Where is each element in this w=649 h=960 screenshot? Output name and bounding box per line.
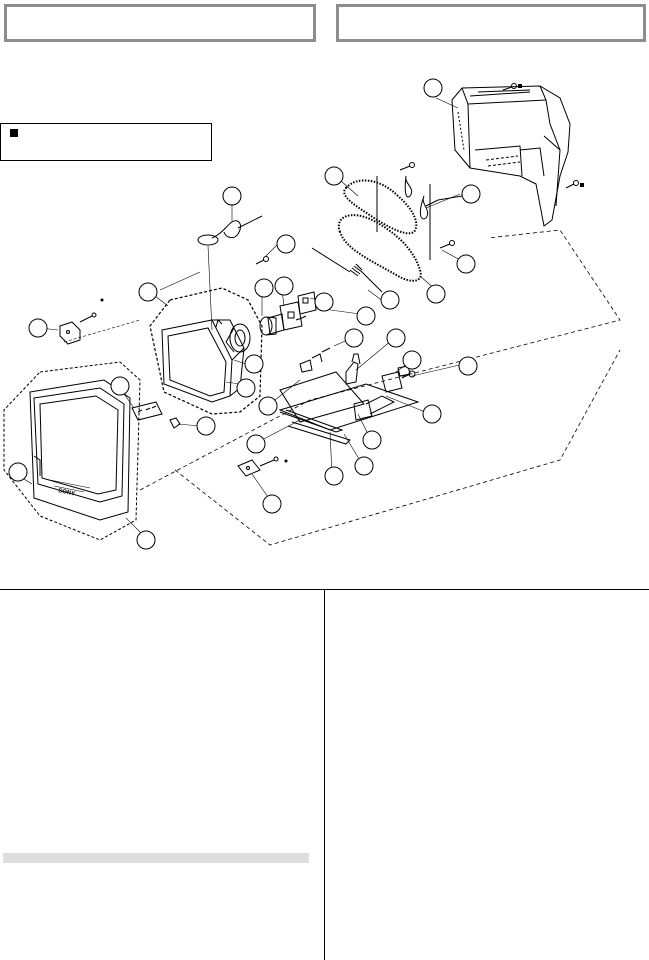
bottom-bracket (237, 456, 279, 477)
exploded-view-diagram: SONY (3, 78, 621, 550)
callout-1 (423, 78, 443, 98)
callout-9 (274, 276, 294, 296)
heat-sink (353, 395, 396, 421)
cpt-socket-board (297, 291, 317, 315)
callout-20 (236, 378, 256, 398)
front-cabinet (29, 379, 131, 521)
control-switch-board (131, 401, 163, 421)
callout-28 (324, 466, 344, 486)
callout-21 (110, 376, 130, 396)
callout-4 (222, 186, 242, 206)
callout-2 (324, 166, 344, 186)
cpt-board (279, 301, 303, 331)
brand-logo: SONY (58, 488, 76, 497)
callout-17 (386, 328, 406, 348)
legend-box (0, 123, 212, 161)
callout-5 (276, 234, 296, 254)
rear-cover (451, 85, 571, 227)
callout-7 (138, 282, 158, 302)
header-box-left (4, 4, 316, 42)
power-button (169, 417, 181, 429)
callout-18 (402, 350, 422, 370)
callout-31 (136, 530, 156, 550)
flyback-transformer (345, 353, 361, 385)
clip-pair (404, 175, 429, 220)
callout-16 (244, 354, 264, 374)
callout-26 (362, 430, 382, 450)
callout-15 (344, 328, 364, 348)
deflection-yoke (225, 323, 251, 353)
callout-25 (246, 434, 266, 454)
chassis-tray (278, 383, 420, 431)
degauss-coil (337, 179, 422, 282)
callout-11 (380, 290, 400, 310)
callout-24 (196, 416, 216, 436)
anode-screw (255, 256, 269, 265)
callout-27 (354, 456, 374, 476)
callout-23 (422, 404, 442, 424)
power-connector (397, 365, 411, 377)
chassis-rail-1 (279, 409, 344, 433)
coil-screw-bottom (439, 240, 455, 249)
callout-14 (356, 306, 376, 326)
front-cabinet-outline (3, 361, 141, 541)
callout-3 (461, 184, 481, 204)
rear-screw-side (565, 180, 579, 189)
coil-screw-top (399, 162, 415, 171)
callout-30 (262, 494, 282, 514)
callout-12 (426, 284, 446, 304)
legend-square-icon (10, 129, 18, 137)
callout-19 (458, 356, 478, 376)
callout-29 (8, 462, 28, 482)
main-chassis-board (279, 347, 365, 423)
left-bracket (59, 312, 97, 345)
callout-13 (28, 318, 48, 338)
callout-6 (456, 254, 476, 274)
shaded-row-bar (3, 853, 309, 863)
rear-screw-top (502, 83, 517, 91)
callout-22 (258, 396, 278, 416)
bracket-right (381, 371, 403, 393)
tension-spring (311, 247, 383, 293)
callout-8 (254, 278, 274, 298)
callout-10 (314, 292, 334, 312)
crt-group-outline (149, 287, 263, 415)
section-divider-vertical (324, 589, 325, 960)
chassis-rail-2 (287, 421, 351, 445)
header-box-right (336, 4, 646, 42)
anode-cap (197, 215, 263, 246)
